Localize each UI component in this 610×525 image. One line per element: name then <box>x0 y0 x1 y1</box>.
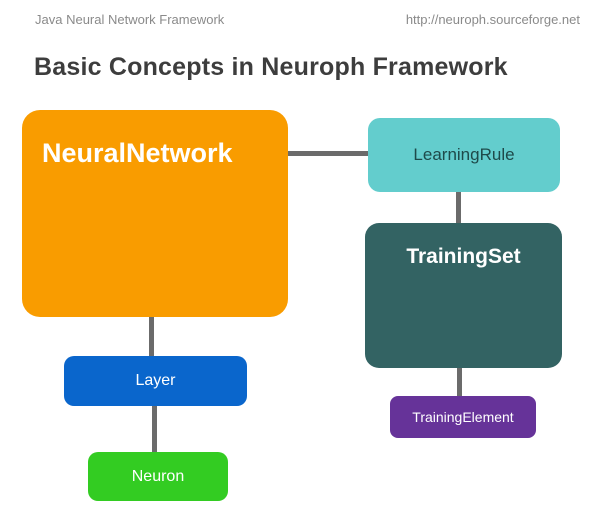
node-training-element-label: TrainingElement <box>412 409 514 425</box>
node-neural-network: NeuralNetwork <box>22 110 288 317</box>
node-neural-network-label: NeuralNetwork <box>42 138 233 168</box>
node-learning-rule: LearningRule <box>368 118 560 192</box>
connector-neuralnetwork-layer <box>149 317 154 356</box>
node-learning-rule-label: LearningRule <box>413 145 515 164</box>
connector-trainingset-trainingelement <box>457 368 462 396</box>
node-neuron: Neuron <box>88 452 228 501</box>
node-layer: Layer <box>64 356 247 406</box>
node-training-set: TrainingSet <box>365 223 562 368</box>
node-neuron-label: Neuron <box>131 467 185 485</box>
connector-layer-neuron <box>152 406 157 452</box>
framework-label: Java Neural Network Framework <box>35 12 225 27</box>
connector-neuralnetwork-learningrule <box>288 151 368 156</box>
connector-learningrule-trainingset <box>456 192 461 223</box>
node-training-element: TrainingElement <box>390 396 536 438</box>
website-url: http://neuroph.sourceforge.net <box>405 12 580 27</box>
page-title: Basic Concepts in Neuroph Framework <box>34 53 508 81</box>
node-training-set-label: TrainingSet <box>406 245 521 268</box>
node-layer-label: Layer <box>135 372 176 389</box>
